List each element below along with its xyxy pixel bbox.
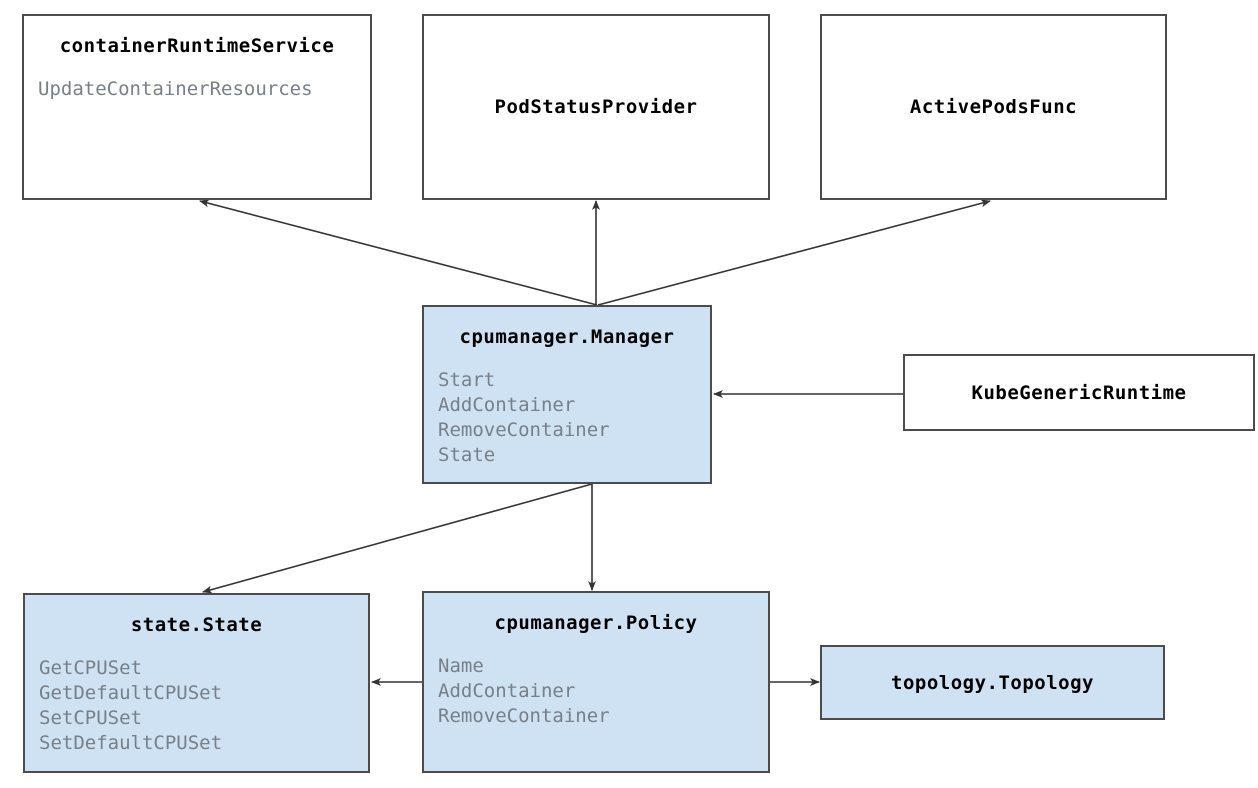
node-method: RemoveContainer bbox=[438, 419, 610, 441]
node-method: GetCPUSet bbox=[39, 657, 142, 679]
node-method: State bbox=[438, 444, 496, 466]
node-title: PodStatusProvider bbox=[494, 96, 698, 118]
node-topologyTopology[interactable]: topology.Topology bbox=[820, 645, 1165, 720]
node-method: AddContainer bbox=[438, 394, 576, 416]
node-title: topology.Topology bbox=[891, 671, 1094, 694]
node-method-list: UpdateContainerResources bbox=[24, 77, 370, 102]
node-kubeGenericRuntime[interactable]: KubeGenericRuntime bbox=[903, 354, 1255, 431]
node-method: UpdateContainerResources bbox=[38, 78, 313, 100]
node-method: Name bbox=[438, 655, 484, 677]
node-method: SetDefaultCPUSet bbox=[39, 732, 223, 754]
edge-manager-to-activePodsFunc bbox=[597, 199, 991, 306]
node-method: Start bbox=[438, 369, 496, 391]
node-method: SetCPUSet bbox=[39, 707, 142, 729]
edge-manager-to-containerRuntimeService bbox=[199, 199, 598, 306]
node-title: cpumanager.Manager bbox=[459, 326, 675, 348]
node-title: ActivePodsFunc bbox=[909, 96, 1078, 118]
node-title: KubeGenericRuntime bbox=[971, 381, 1187, 404]
node-title: state.State bbox=[130, 614, 263, 636]
node-method: AddContainer bbox=[438, 680, 576, 702]
node-podStatusProvider[interactable]: PodStatusProvider bbox=[422, 14, 770, 200]
node-title: containerRuntimeService bbox=[59, 35, 335, 57]
node-activePodsFunc[interactable]: ActivePodsFunc bbox=[820, 14, 1167, 200]
node-method: GetDefaultCPUSet bbox=[39, 682, 223, 704]
node-method: RemoveContainer bbox=[438, 705, 610, 727]
edge-manager-to-stateState bbox=[202, 483, 593, 594]
node-title: cpumanager.Policy bbox=[494, 612, 698, 634]
